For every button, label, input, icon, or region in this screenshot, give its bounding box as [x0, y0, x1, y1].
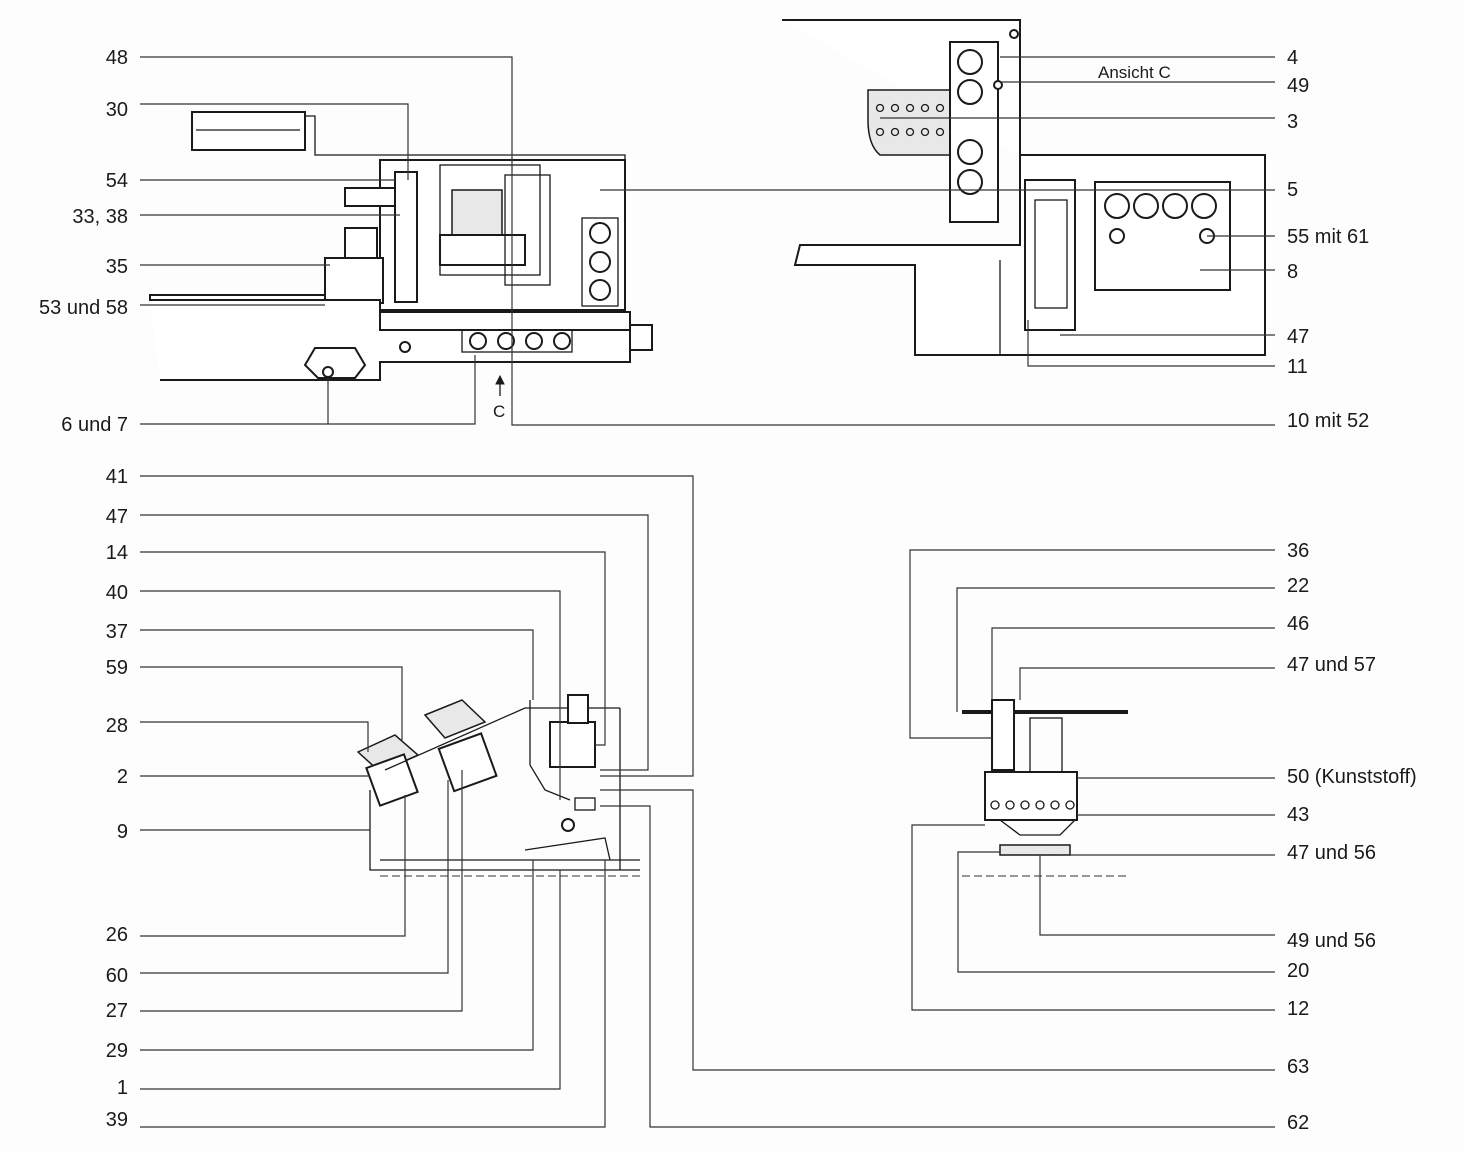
bottom-right-assembly	[962, 699, 1130, 877]
label-47-und-57: 47 und 57	[1287, 654, 1376, 676]
label-50-kunststoff: 50 (Kunststoff)	[1287, 766, 1417, 788]
label-ansicht-c: Ansicht C	[1098, 63, 1171, 82]
labels-bottom-left: 41 47 14 40 37 59 28 2 9 26 60 27 29 1 3…	[106, 466, 128, 1131]
label-6-und-7: 6 und 7	[61, 414, 128, 436]
label-62: 62	[1287, 1112, 1309, 1134]
leader-lines	[140, 56, 1275, 1128]
label-40: 40	[106, 582, 128, 604]
label-10-mit-52: 10 mit 52	[1287, 410, 1369, 432]
label-22: 22	[1287, 575, 1309, 597]
label-20: 20	[1287, 960, 1309, 982]
label-30: 30	[106, 99, 128, 121]
label-43: 43	[1287, 804, 1309, 826]
label-27: 27	[106, 1000, 128, 1022]
label-37: 37	[106, 621, 128, 643]
label-1: 1	[117, 1077, 128, 1099]
label-5: 5	[1287, 179, 1298, 201]
label-33-38: 33, 38	[72, 206, 128, 228]
label-2: 2	[117, 766, 128, 788]
label-8: 8	[1287, 261, 1298, 283]
top-left-assembly: C	[149, 111, 653, 421]
label-11: 11	[1287, 356, 1308, 378]
label-55-mit-61: 55 mit 61	[1287, 226, 1369, 248]
label-60: 60	[106, 965, 128, 987]
label-48: 48	[106, 47, 128, 69]
label-35: 35	[106, 256, 128, 278]
label-47: 47	[1287, 326, 1309, 348]
top-right-assembly: Ansicht C	[782, 19, 1266, 356]
label-9: 9	[117, 821, 128, 843]
labels-top-left: 48 30 54 33, 38 35 53 und 58 6 und 7	[39, 47, 128, 436]
label-63: 63	[1287, 1056, 1309, 1078]
label-29: 29	[106, 1040, 128, 1062]
label-49: 49	[1287, 75, 1309, 97]
label-47-und-56: 47 und 56	[1287, 842, 1376, 864]
label-49-und-56: 49 und 56	[1287, 930, 1376, 952]
label-26: 26	[106, 924, 128, 946]
label-4: 4	[1287, 47, 1298, 69]
label-3: 3	[1287, 111, 1298, 133]
label-39: 39	[106, 1109, 128, 1131]
label-47-bl: 47	[106, 506, 128, 528]
label-36: 36	[1287, 540, 1309, 562]
label-41: 41	[106, 466, 128, 488]
labels-top-right: 4 49 3 5 55 mit 61 8 47 11 10 mit 52	[1287, 47, 1369, 432]
label-46: 46	[1287, 613, 1309, 635]
label-59: 59	[106, 657, 128, 679]
label-14: 14	[106, 542, 128, 564]
label-28: 28	[106, 715, 128, 737]
label-54: 54	[106, 170, 128, 192]
bottom-left-assembly	[356, 694, 640, 877]
label-arrow-c: C	[493, 402, 505, 421]
labels-bottom-right: 36 22 46 47 und 57 50 (Kunststoff) 43 47…	[1287, 540, 1417, 1134]
label-12: 12	[1287, 998, 1309, 1020]
label-53-und-58: 53 und 58	[39, 297, 128, 319]
